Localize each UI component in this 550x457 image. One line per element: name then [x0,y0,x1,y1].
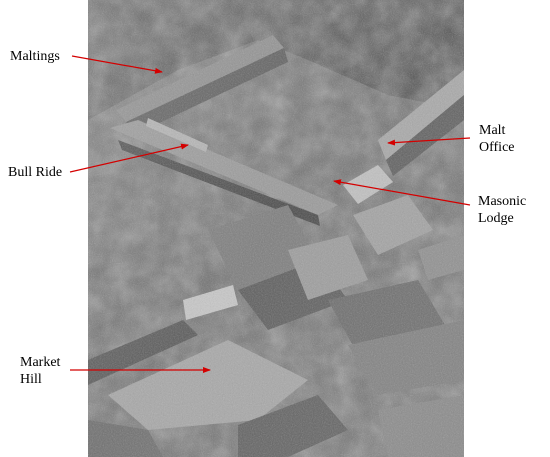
masonic-lodge-line-1: Masonic [478,194,527,209]
market-hill-line-1: Market [20,355,61,370]
market-hill-label: Market Hill [20,354,60,388]
aerial-photograph [88,0,464,457]
malt-office-line-1: Malt [479,123,506,138]
masonic-lodge-label: Masonic Lodge [478,193,526,227]
maltings-label: Maltings [10,49,60,64]
market-hill-line-2: Hill [20,372,42,387]
malt-office-label: Malt Office [479,122,515,156]
bull-ride-label: Bull Ride [8,165,63,180]
masonic-lodge-line-2: Lodge [478,211,514,226]
malt-office-line-2: Office [479,140,515,155]
